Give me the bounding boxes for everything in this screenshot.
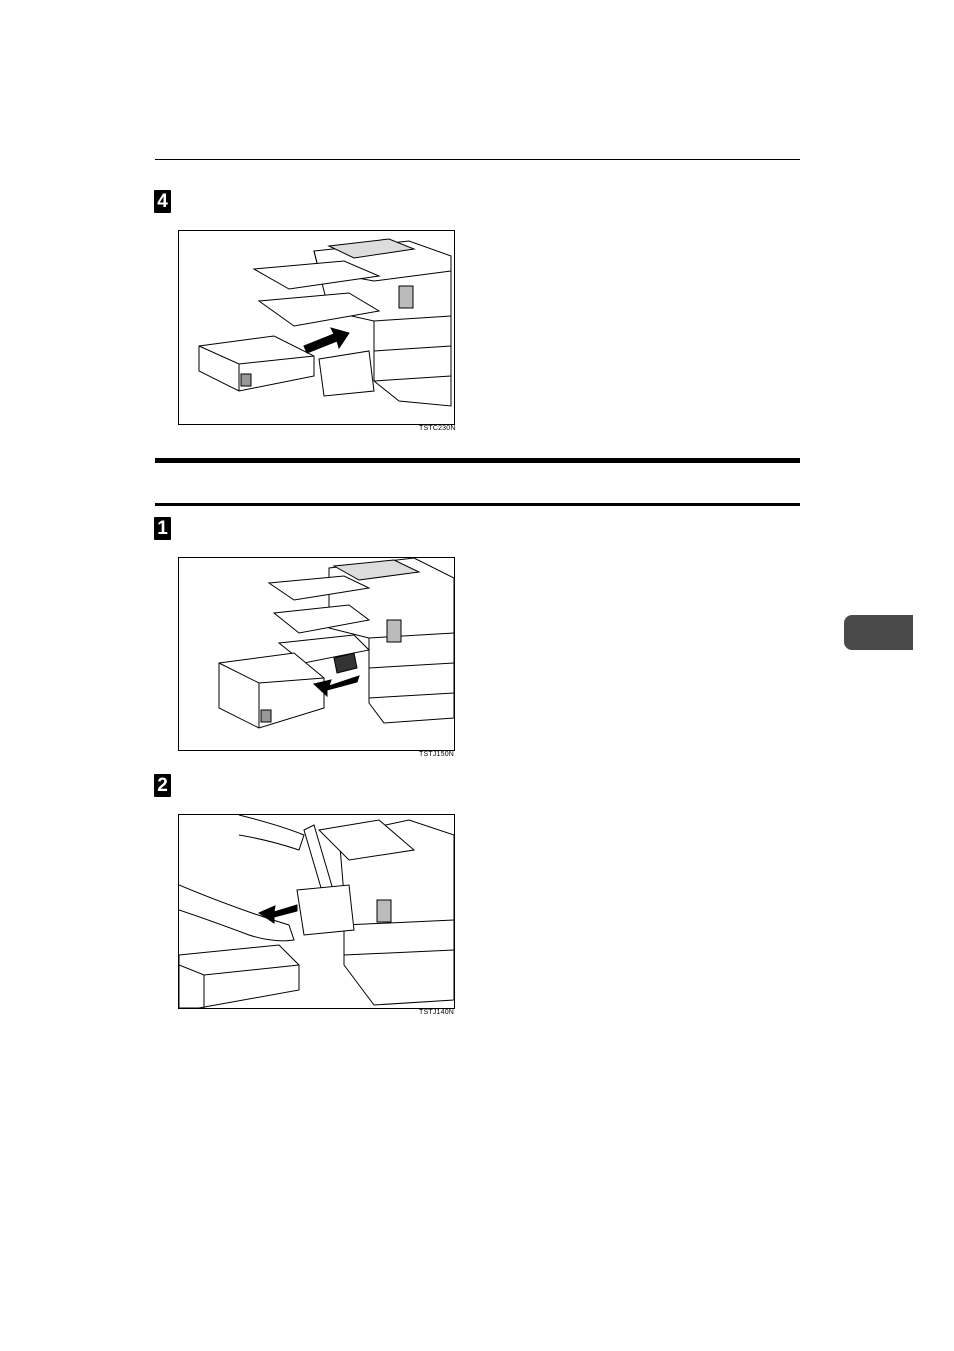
figure-caption-tstj140n: TSTJ140N — [419, 1009, 454, 1016]
figure-pull-paper — [178, 814, 455, 1009]
step-marker-2: 2 — [154, 774, 171, 797]
section-rule-top — [155, 458, 800, 463]
section-rule-bottom — [155, 503, 800, 506]
header-rule — [155, 159, 800, 160]
figure-remove-tray — [178, 557, 455, 751]
figure-caption-tstc230n: TSTC230N — [419, 425, 456, 432]
step-marker-4: 4 — [154, 190, 171, 213]
figure-caption-tstj150n: TSTJ150N — [419, 751, 454, 758]
chapter-side-tab — [844, 615, 913, 650]
step-marker-1: 1 — [154, 517, 171, 540]
figure-insert-tray — [178, 230, 455, 425]
